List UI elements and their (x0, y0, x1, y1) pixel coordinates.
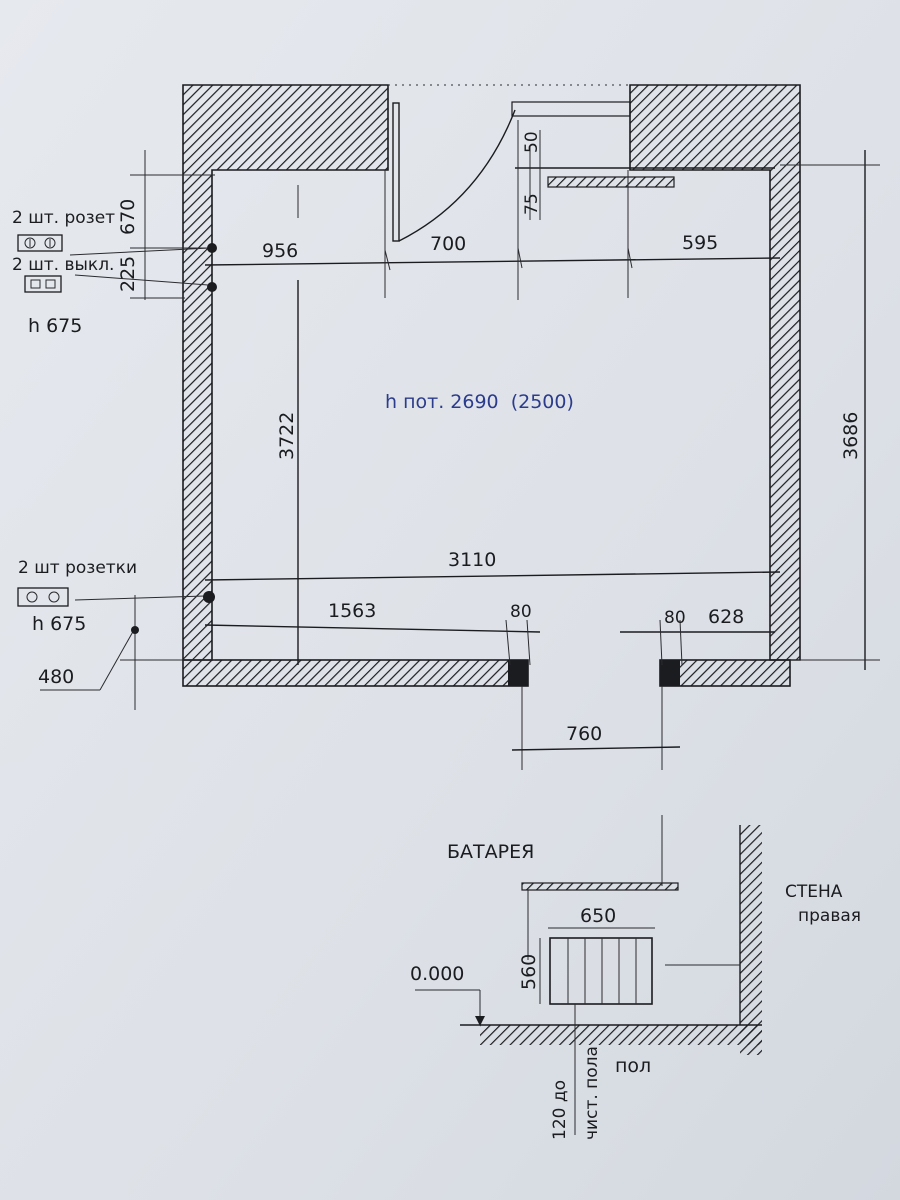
marker-dot-480 (131, 626, 139, 634)
dim-3686: 3686 (840, 412, 862, 460)
wall-radiator-top (515, 145, 775, 220)
dim-760: 760 (566, 723, 602, 745)
dimension-lines (40, 120, 880, 770)
dim-700: 700 (430, 233, 466, 255)
radiator-title: БАТАРЕЯ (447, 841, 534, 863)
outlet-height-top: h 675 (28, 315, 82, 337)
dim-50: 50 (522, 131, 542, 153)
switch-dot-top (207, 282, 217, 292)
dim-956: 956 (262, 240, 298, 262)
socket-icon-bottom (17, 587, 69, 607)
detail-floor (480, 1025, 762, 1045)
dim-3110: 3110 (448, 549, 496, 571)
outlet-dot-bottom (203, 591, 215, 603)
dim-628: 628 (708, 606, 744, 628)
outlet-dot-top (207, 243, 217, 253)
ceiling-height-value: h пот. 2690 (385, 391, 499, 413)
dim-3722: 3722 (276, 412, 298, 460)
outlet-markers (131, 243, 217, 634)
door-jamb-left (508, 660, 528, 686)
radiator-body (549, 937, 653, 1005)
wall-label-line2: правая (798, 906, 861, 926)
dim-80-left: 80 (510, 602, 532, 622)
room-walls (182, 84, 801, 687)
plan-labels: 2 шт. розет 2 шт. выкл. h 675 2 шт розет… (12, 131, 862, 745)
radiator-offset-note: чист. пола (582, 1046, 602, 1140)
dim-1563: 1563 (328, 600, 376, 622)
outlet-note-bottom: 2 шт розетки (18, 558, 137, 578)
radiator-height: 560 (518, 954, 540, 990)
dim-595: 595 (682, 232, 718, 254)
top-door (392, 101, 631, 242)
wall-bottom-left (182, 659, 529, 687)
dim-670: 670 (117, 199, 139, 235)
floor-level-mark: 0.000 (410, 963, 464, 985)
radiator-detail: БАТАРЕЯ 650 560 0.000 СТЕНА правая пол 1… (410, 815, 861, 1140)
dim-80-right: 80 (664, 608, 686, 628)
outlet-note-top-line2: 2 шт. выкл. (12, 255, 114, 275)
radiator-width: 650 (580, 905, 616, 927)
outlet-note-top-line1: 2 шт. розет (12, 208, 115, 228)
radiator-offset-value: 120 до (550, 1080, 570, 1140)
dim-480: 480 (38, 666, 74, 688)
window-sill (521, 882, 679, 891)
outlet-height-bottom: h 675 (32, 613, 86, 635)
socket-icon-top (17, 234, 63, 252)
ceiling-height-alt: (2500) (511, 391, 574, 413)
ceiling-height: h пот. 2690 (2500) (385, 391, 574, 413)
floor-label: пол (615, 1055, 651, 1077)
detail-wall-right (740, 825, 762, 1055)
switch-icon-top (24, 275, 62, 293)
dim-225: 225 (117, 256, 139, 292)
dim-75: 75 (522, 193, 542, 215)
wall-label-line1: СТЕНА (785, 882, 843, 902)
door-jamb-right (660, 660, 680, 686)
